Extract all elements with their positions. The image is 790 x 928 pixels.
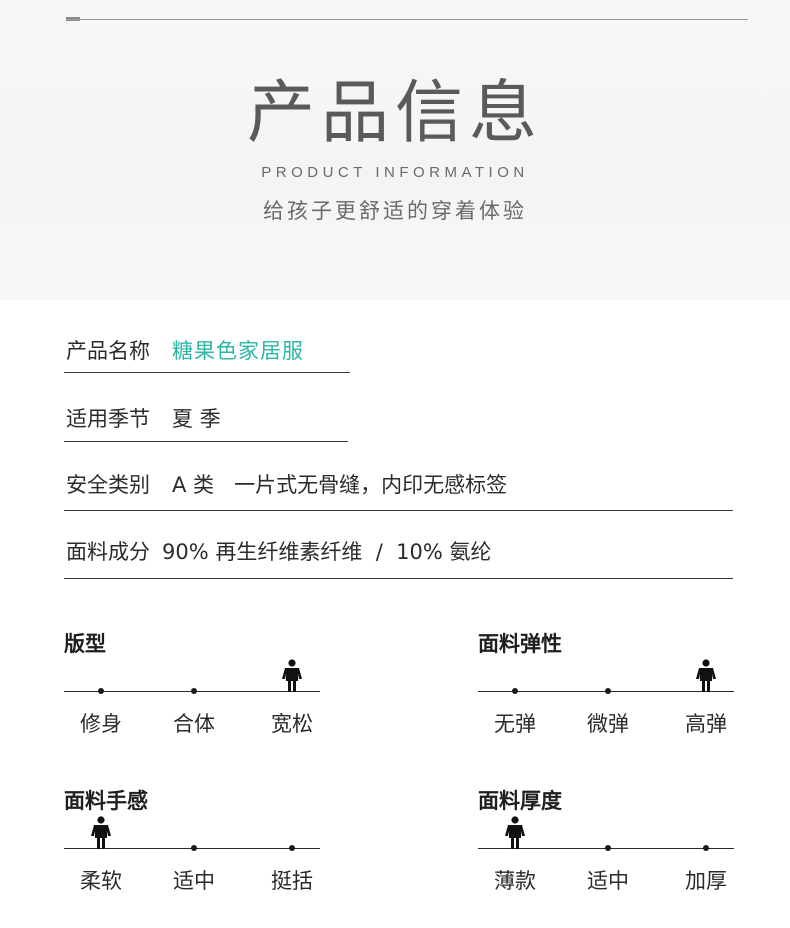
scale-option-label: 挺括 xyxy=(271,869,313,893)
attr-title: 面料厚度 xyxy=(478,789,562,813)
scale-option-label: 宽松 xyxy=(271,712,313,736)
attr-title: 面料手感 xyxy=(64,789,148,813)
scale-dot xyxy=(512,688,518,694)
scale-option-label: 合体 xyxy=(173,712,215,736)
person-icon xyxy=(696,659,716,692)
info-label: 面料成分 xyxy=(66,540,150,564)
info-divider xyxy=(64,441,348,442)
attr-hand-feel: 面料手感 柔软 适中 挺括 xyxy=(64,785,324,915)
info-row-name: 产品名称糖果色家居服 xyxy=(66,335,304,365)
info-row-fabric: 面料成分 90% 再生纤维素纤维 / 10% 氨纶 xyxy=(66,536,491,566)
attr-title: 面料弹性 xyxy=(478,632,562,656)
scale-option-label: 微弹 xyxy=(587,712,629,736)
season-value: 夏 季 xyxy=(172,407,221,431)
info-label: 安全类别 xyxy=(66,473,150,497)
fabric-value: 90% 再生纤维素纤维 / 10% 氨纶 xyxy=(162,540,492,564)
scale-option-label: 修身 xyxy=(80,712,122,736)
attr-elasticity: 面料弹性 无弹 微弹 高弹 xyxy=(478,628,738,758)
info-divider xyxy=(64,510,733,511)
safety-value: A 类 一片式无骨缝，内印无感标签 xyxy=(172,473,508,497)
scale-dot xyxy=(703,845,709,851)
product-name-value: 糖果色家居服 xyxy=(172,339,304,363)
scale-option-label: 加厚 xyxy=(685,869,727,893)
scale-option-label: 薄款 xyxy=(494,869,536,893)
scale-option-label: 适中 xyxy=(173,869,215,893)
person-icon xyxy=(505,816,525,849)
scale-option-label: 柔软 xyxy=(80,869,122,893)
info-row-season: 适用季节夏 季 xyxy=(66,403,221,433)
scale-dot xyxy=(605,845,611,851)
page-subtitle-cn: 给孩子更舒适的穿着体验 xyxy=(263,199,527,223)
scale-option-label: 高弹 xyxy=(685,712,727,736)
scale-dot xyxy=(289,845,295,851)
scale-dot xyxy=(191,688,197,694)
page-subtitle-en: PRODUCT INFORMATION xyxy=(261,164,529,181)
info-row-safety: 安全类别 A 类 一片式无骨缝，内印无感标签 xyxy=(66,469,507,499)
attr-thickness: 面料厚度 薄款 适中 加厚 xyxy=(478,785,738,915)
info-divider xyxy=(64,578,733,579)
person-icon xyxy=(91,816,111,849)
attr-fit: 版型 修身 合体 宽松 xyxy=(64,628,324,758)
page-title: 产品信息 xyxy=(246,74,543,153)
attr-title: 版型 xyxy=(64,632,106,656)
scale-dot xyxy=(98,688,104,694)
scale-dot xyxy=(605,688,611,694)
scale-option-label: 无弹 xyxy=(494,712,536,736)
scale-option-label: 适中 xyxy=(587,869,629,893)
top-divider xyxy=(66,19,748,20)
person-icon xyxy=(282,659,302,692)
info-label: 适用季节 xyxy=(66,407,150,431)
info-label: 产品名称 xyxy=(66,339,150,363)
info-divider xyxy=(64,372,350,373)
hero-banner: 产品信息 PRODUCT INFORMATION 给孩子更舒适的穿着体验 xyxy=(0,0,790,300)
scale-dot xyxy=(191,845,197,851)
